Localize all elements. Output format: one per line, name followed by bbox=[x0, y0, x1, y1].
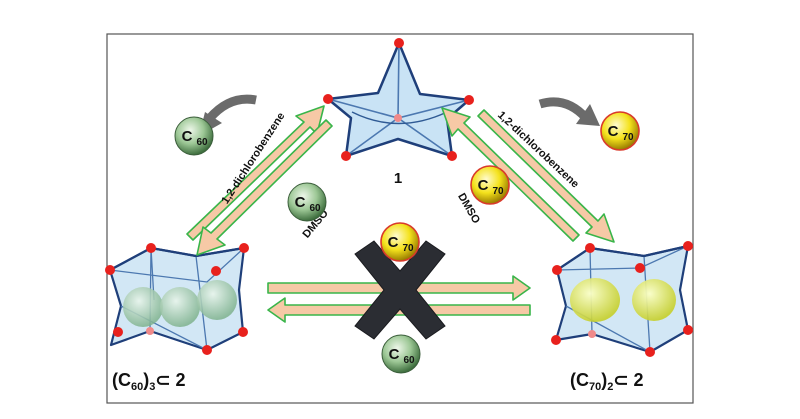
left-forward-arrow bbox=[186, 105, 325, 241]
c70-guest-ball bbox=[570, 278, 620, 322]
cage-1-vertices bbox=[323, 38, 474, 161]
svg-text:C: C bbox=[389, 346, 400, 363]
c70-ball: C 70 bbox=[470, 165, 510, 205]
cage-1-label: 1 bbox=[394, 170, 402, 187]
right-curved-arrow-icon bbox=[538, 97, 600, 126]
svg-text:C: C bbox=[608, 123, 619, 140]
c60-ball: C 60 bbox=[381, 334, 421, 374]
c70-guest-ball bbox=[632, 279, 676, 321]
c70-ball: C 70 bbox=[600, 111, 640, 151]
svg-text:70: 70 bbox=[622, 132, 634, 143]
c60-ball: C 60 bbox=[287, 182, 327, 222]
c60-guest-ball bbox=[197, 280, 237, 320]
cage-c60-complex bbox=[105, 243, 249, 355]
blocked-cross bbox=[354, 240, 446, 340]
svg-text:70: 70 bbox=[492, 186, 504, 197]
c70-ball: C 70 bbox=[380, 222, 420, 262]
svg-text:60: 60 bbox=[196, 137, 208, 148]
cage-c60-vertices bbox=[105, 243, 249, 355]
c60-guest-ball bbox=[123, 287, 163, 327]
c60-ball: C 60 bbox=[174, 116, 214, 156]
cage-1 bbox=[323, 38, 474, 161]
c60-guest-ball bbox=[160, 287, 200, 327]
right-reverse-arrow bbox=[441, 107, 580, 242]
svg-text:C: C bbox=[295, 194, 306, 211]
cage-c70-complex bbox=[551, 241, 693, 357]
right-forward-arrow bbox=[477, 109, 615, 243]
svg-text:60: 60 bbox=[309, 203, 321, 214]
svg-text:70: 70 bbox=[402, 243, 414, 254]
svg-text:C: C bbox=[388, 234, 399, 251]
cage-c70-vertices bbox=[551, 241, 693, 357]
svg-text:60: 60 bbox=[403, 355, 415, 366]
svg-text:C: C bbox=[478, 177, 489, 194]
c60-complex-label: (C60)3⊂ 2 bbox=[112, 370, 185, 393]
svg-text:C: C bbox=[182, 128, 193, 145]
c70-complex-label: (C70)2⊂ 2 bbox=[570, 370, 643, 393]
left-reverse-arrow bbox=[196, 119, 333, 256]
